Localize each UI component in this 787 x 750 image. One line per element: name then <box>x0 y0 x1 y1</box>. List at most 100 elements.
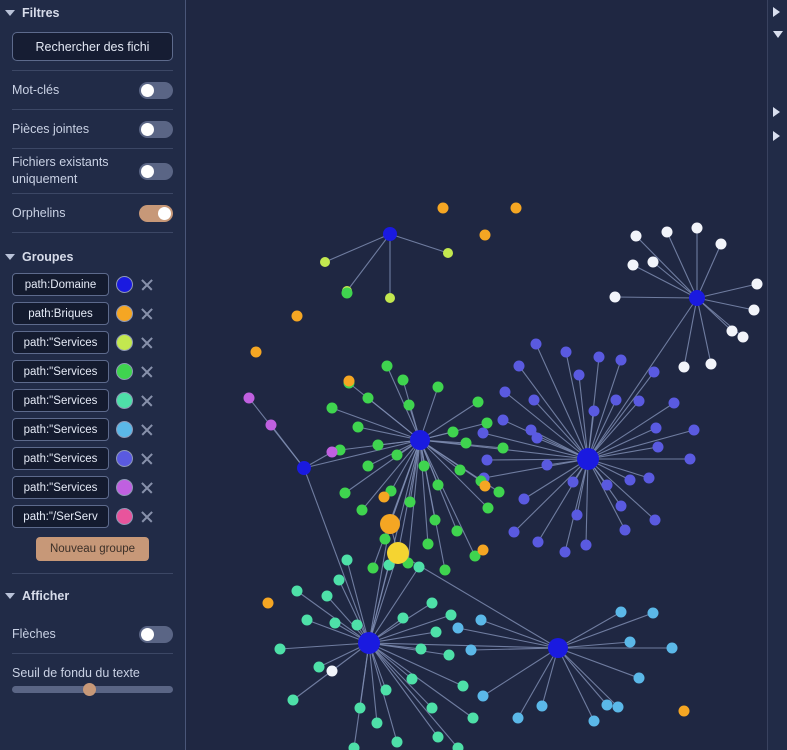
graph-node[interactable] <box>678 705 690 717</box>
graph-node[interactable] <box>343 375 355 387</box>
section-header-groupes[interactable]: Groupes <box>0 244 185 270</box>
graph-node[interactable] <box>348 742 360 750</box>
graph-node[interactable] <box>301 614 313 626</box>
graph-node[interactable] <box>508 526 520 538</box>
graph-node[interactable] <box>447 426 459 438</box>
graph-node[interactable] <box>381 360 393 372</box>
graph-node[interactable] <box>479 229 491 241</box>
graph-node[interactable] <box>243 392 255 404</box>
graph-node[interactable] <box>367 562 379 574</box>
graph-node[interactable] <box>403 399 415 411</box>
graph-node[interactable] <box>477 690 489 702</box>
graph-node[interactable] <box>439 564 451 576</box>
graph-node[interactable] <box>691 222 703 234</box>
graph-node[interactable] <box>748 304 760 316</box>
graph-node[interactable] <box>391 736 403 748</box>
graph-node[interactable] <box>477 544 489 556</box>
graph-node[interactable] <box>571 509 583 521</box>
group-query-input-8[interactable] <box>12 505 109 528</box>
graph-node[interactable] <box>413 561 425 573</box>
graph-node[interactable] <box>688 424 700 436</box>
section-header-filtres[interactable]: Filtres <box>0 0 185 26</box>
graph-node[interactable] <box>326 665 338 677</box>
graph-node[interactable] <box>380 684 392 696</box>
toggle-orphelins[interactable] <box>139 204 173 222</box>
graph-node[interactable] <box>715 238 727 250</box>
section-header-afficher[interactable]: Afficher <box>0 583 185 609</box>
graph-node[interactable] <box>378 491 390 503</box>
graph-hub-node[interactable] <box>297 461 311 475</box>
slider-thumb[interactable] <box>83 683 97 696</box>
graph-node[interactable] <box>559 546 571 558</box>
graph-node[interactable] <box>647 607 659 619</box>
group-color-swatch-4[interactable] <box>116 392 133 409</box>
graph-node[interactable] <box>391 449 403 461</box>
toggle-fleches[interactable] <box>139 625 173 643</box>
graph-node[interactable] <box>475 614 487 626</box>
graph-node[interactable] <box>580 539 592 551</box>
graph-node[interactable] <box>291 585 303 597</box>
toggle-motcles[interactable] <box>139 81 173 99</box>
graph-node[interactable] <box>333 574 345 586</box>
remove-group-icon-3[interactable] <box>140 365 154 379</box>
graph-node[interactable] <box>643 472 655 484</box>
chevron-right-icon[interactable] <box>773 131 780 141</box>
graph-node[interactable] <box>588 715 600 727</box>
graph-node[interactable] <box>481 417 493 429</box>
graph-hub-node[interactable] <box>380 514 400 534</box>
graph-node[interactable] <box>356 504 368 516</box>
graph-node[interactable] <box>313 661 325 673</box>
remove-group-icon-8[interactable] <box>140 510 154 524</box>
graph-node[interactable] <box>362 392 374 404</box>
graph-node[interactable] <box>291 310 303 322</box>
graph-node[interactable] <box>513 360 525 372</box>
graph-node[interactable] <box>429 514 441 526</box>
graph-hub-node[interactable] <box>689 290 705 306</box>
graph-node[interactable] <box>262 597 274 609</box>
group-query-input-0[interactable] <box>12 273 109 296</box>
graph-node[interactable] <box>512 712 524 724</box>
graph-node[interactable] <box>648 366 660 378</box>
graph-node[interactable] <box>465 644 477 656</box>
graph-node[interactable] <box>751 278 763 290</box>
graph-node[interactable] <box>510 202 522 214</box>
graph-node[interactable] <box>372 439 384 451</box>
graph-node[interactable] <box>601 699 613 711</box>
graph-node[interactable] <box>493 486 505 498</box>
graph-node[interactable] <box>525 424 537 436</box>
graph-node[interactable] <box>573 369 585 381</box>
group-color-swatch-2[interactable] <box>116 334 133 351</box>
remove-group-icon-6[interactable] <box>140 452 154 466</box>
graph-node[interactable] <box>385 293 395 303</box>
graph-node[interactable] <box>422 538 434 550</box>
graph-node[interactable] <box>418 460 430 472</box>
graph-node[interactable] <box>287 694 299 706</box>
graph-node[interactable] <box>351 619 363 631</box>
graph-node[interactable] <box>426 597 438 609</box>
graph-node[interactable] <box>649 514 661 526</box>
graph-node[interactable] <box>274 643 286 655</box>
graph-node[interactable] <box>477 427 489 439</box>
graph-node[interactable] <box>619 524 631 536</box>
remove-group-icon-5[interactable] <box>140 423 154 437</box>
graph-node[interactable] <box>250 346 262 358</box>
remove-group-icon-4[interactable] <box>140 394 154 408</box>
group-query-input-1[interactable] <box>12 302 109 325</box>
graph-node[interactable] <box>426 702 438 714</box>
graph-node[interactable] <box>472 396 484 408</box>
new-group-button[interactable]: Nouveau groupe <box>35 537 150 561</box>
graph-hub-node[interactable] <box>548 638 568 658</box>
graph-node[interactable] <box>445 609 457 621</box>
graph-node[interactable] <box>678 361 690 373</box>
graph-node[interactable] <box>482 502 494 514</box>
graph-node[interactable] <box>339 487 351 499</box>
graph-node[interactable] <box>647 256 659 268</box>
group-query-input-5[interactable] <box>12 418 109 441</box>
graph-node[interactable] <box>633 395 645 407</box>
graph-node[interactable] <box>469 550 481 562</box>
graph-node[interactable] <box>341 287 353 299</box>
graph-node[interactable] <box>541 459 553 471</box>
chevron-down-icon[interactable] <box>773 31 783 38</box>
graph-node[interactable] <box>460 437 472 449</box>
slider-text-fade[interactable] <box>12 683 173 696</box>
